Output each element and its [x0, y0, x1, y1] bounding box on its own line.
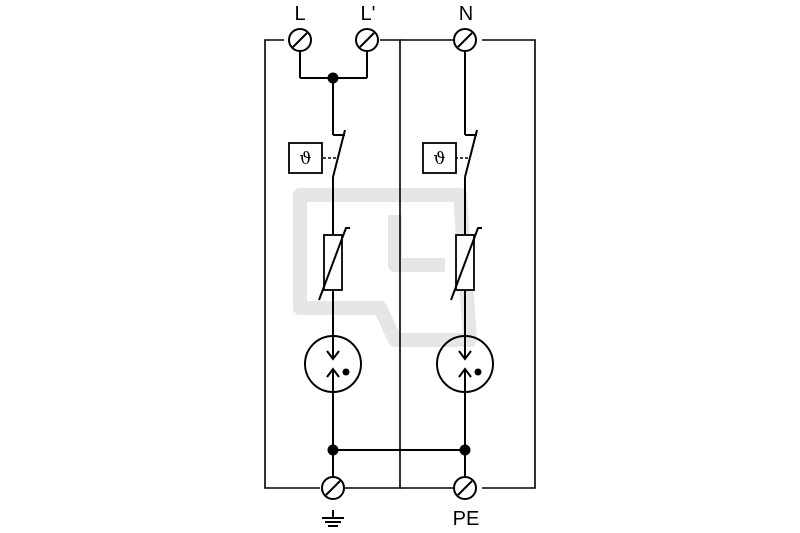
thermal-disconnector-icon: ϑ: [288, 129, 346, 178]
thermal-symbol-right: ϑ: [433, 149, 445, 169]
thermal-symbol-left: ϑ: [299, 149, 311, 169]
thermal-disconnector-icon: ϑ: [422, 129, 478, 178]
varistor-icon: [450, 227, 482, 301]
ground-icon: [322, 510, 344, 527]
spark-gap-icon: [436, 335, 494, 393]
terminal-label-n: N: [459, 3, 473, 25]
screw-terminal-n: [453, 28, 477, 52]
bottom-bus: [327, 444, 471, 456]
screw-terminal-l-prime: [355, 28, 379, 52]
watermark-logo: [293, 188, 477, 347]
screw-terminal-ground: [321, 476, 345, 500]
screw-terminal-l: [288, 28, 312, 52]
spark-gap-icon: [304, 335, 362, 393]
screw-terminal-pe: [453, 476, 477, 500]
left-branch-wiring: [299, 51, 368, 477]
terminal-label-l: L: [294, 3, 305, 25]
module-housing-right: [400, 39, 536, 489]
module-housing-left: [264, 39, 401, 489]
varistor-icon: [318, 227, 350, 301]
terminal-label-l-prime: L': [361, 3, 376, 25]
terminal-label-pe: PE: [453, 508, 480, 530]
